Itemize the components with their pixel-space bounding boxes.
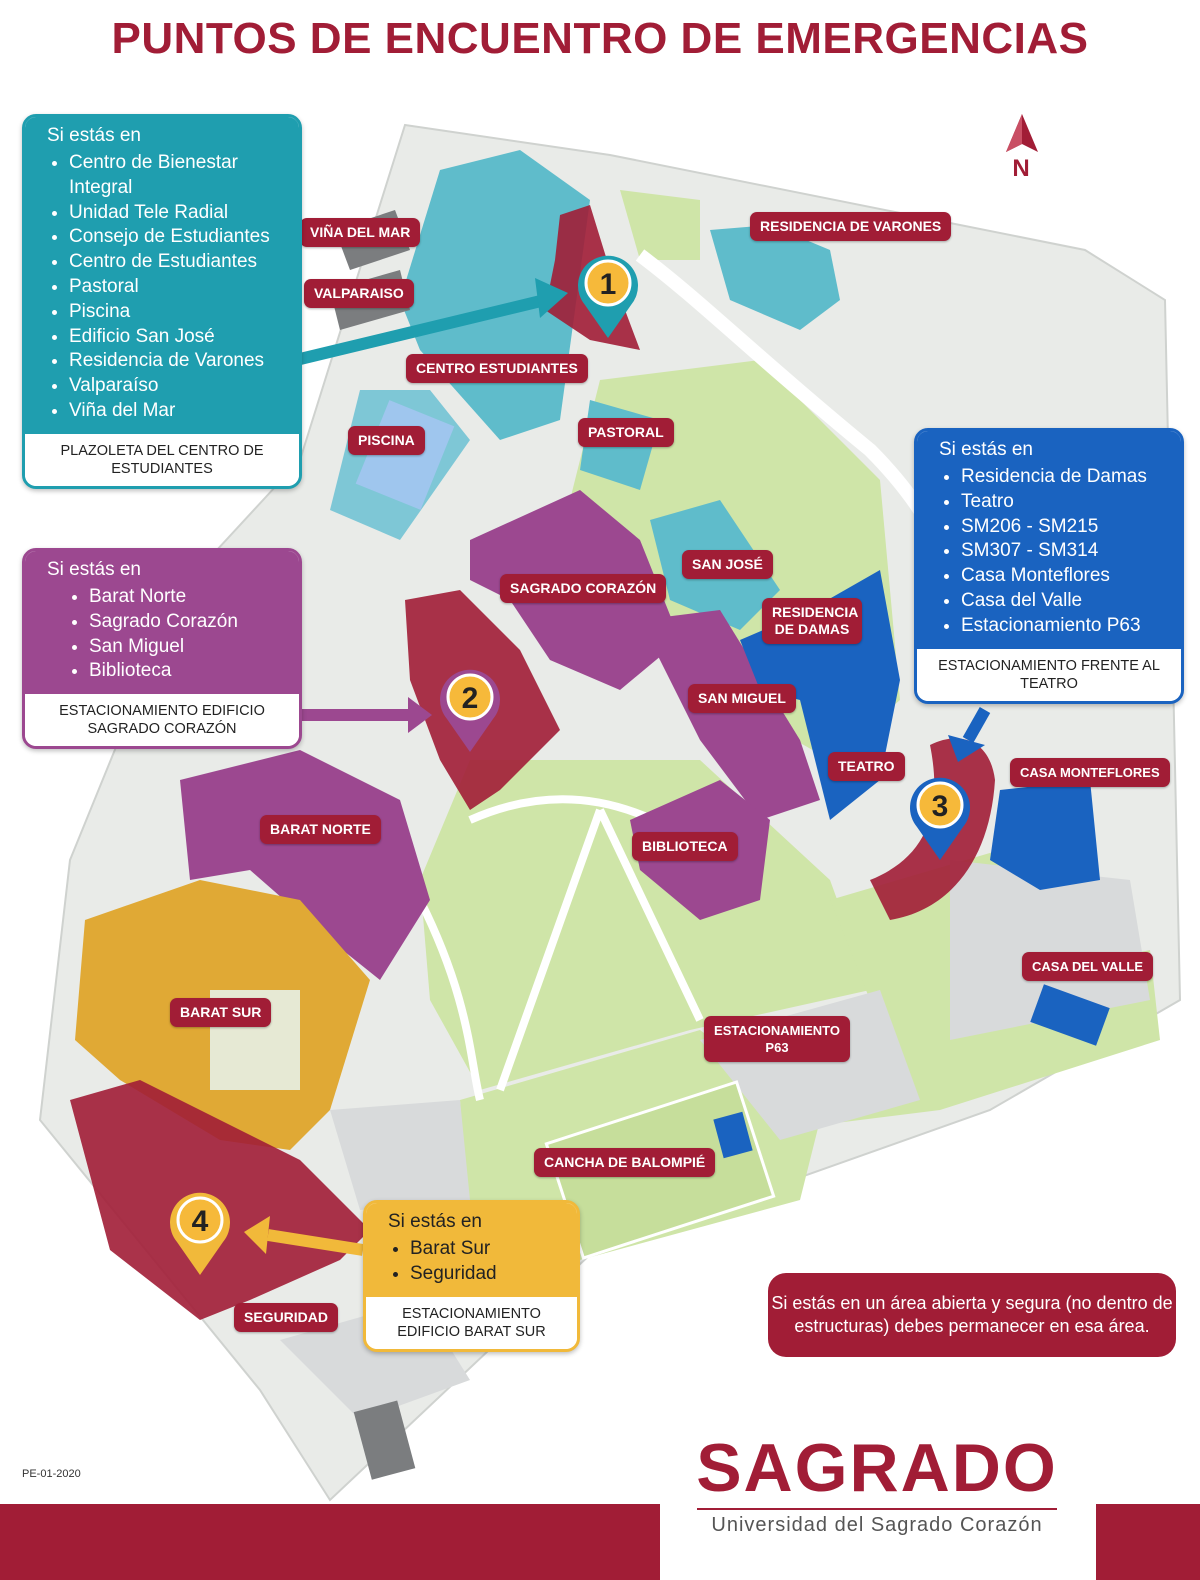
- panel-2-item: Sagrado Corazón: [89, 610, 289, 635]
- panel-1-item: Consejo de Estudiantes: [69, 225, 289, 250]
- panel-zone-4: Si estás en Barat Sur Seguridad ESTACION…: [363, 1200, 580, 1352]
- panel-4-item: Seguridad: [410, 1262, 567, 1287]
- university-logo: SAGRADO Universidad del Sagrado Corazón: [687, 1432, 1067, 1537]
- panel-2-heading: Si estás en: [47, 559, 141, 580]
- panel-zone-2: Si estás en Barat Norte Sagrado Corazón …: [22, 548, 302, 750]
- building-casa-del-valle: [1030, 984, 1110, 1046]
- label-seguridad: SEGURIDAD: [234, 1303, 339, 1332]
- label-san-jose: SAN JOSÉ: [682, 550, 773, 579]
- parking-southwest: [330, 1100, 470, 1210]
- arrow-3-icon: [948, 707, 991, 762]
- logo-wordmark: SAGRADO: [696, 1430, 1058, 1506]
- panel-1-item: Valparaíso: [69, 374, 289, 399]
- building-barat-norte: [180, 750, 430, 980]
- label-teatro: TEATRO: [828, 752, 905, 781]
- label-barat-sur: BARAT SUR: [170, 998, 272, 1027]
- label-barat-norte: BARAT NORTE: [260, 815, 381, 844]
- panel-4-item: Barat Sur: [410, 1237, 567, 1262]
- label-san-miguel: SAN MIGUEL: [688, 684, 796, 713]
- panel-1-item: Edificio San José: [69, 325, 289, 350]
- lawn-north: [620, 190, 700, 260]
- arrow-1-icon: [294, 278, 568, 366]
- building-p63-kiosk: [713, 1111, 753, 1159]
- panel-1-item: Residencia de Varones: [69, 349, 289, 374]
- logo-rule: [697, 1508, 1057, 1510]
- panel-2-item: Barat Norte: [89, 585, 289, 610]
- panel-1-item: Unidad Tele Radial: [69, 201, 289, 226]
- panel-1-item: Piscina: [69, 300, 289, 325]
- building-residencia-varones: [710, 225, 840, 330]
- panel-3-item: Teatro: [961, 490, 1171, 515]
- panel-4-destination: ESTACIONAMIENTO EDIFICIO BARAT SUR: [366, 1296, 577, 1349]
- arrow-4-icon: [244, 1216, 364, 1256]
- panel-3-item: Casa del Valle: [961, 589, 1171, 614]
- panel-zone-1: Si estás en Centro de Bienestar Integral…: [22, 114, 302, 489]
- document-code: PE-01-2020: [22, 1468, 81, 1480]
- panel-2-item: Biblioteca: [89, 659, 289, 684]
- footer-bar-left: [0, 1504, 660, 1580]
- pin-3: 3: [910, 777, 971, 860]
- north-arrow-icon: [1006, 114, 1038, 152]
- safety-note: Si estás en un área abierta y segura (no…: [768, 1273, 1176, 1357]
- label-residencia-varones: RESIDENCIA DE VARONES: [750, 212, 952, 241]
- pin-4-number: 4: [192, 1205, 209, 1238]
- panel-3-heading: Si estás en: [939, 439, 1033, 460]
- panel-1-item: Centro de Estudiantes: [69, 250, 289, 275]
- panel-3-item: Casa Monteflores: [961, 564, 1171, 589]
- label-casa-monteflores: CASA MONTEFLORES: [1010, 758, 1170, 787]
- building-casa-monteflores: [990, 780, 1100, 890]
- building-gate: [353, 1400, 416, 1480]
- panel-1-destination: PLAZOLETA DEL CENTRO DE ESTUDIANTES: [25, 433, 299, 486]
- panel-2-destination: ESTACIONAMIENTO EDIFICIO SAGRADO CORAZÓN: [25, 694, 299, 747]
- zone-4: [70, 1080, 370, 1320]
- walkway: [416, 795, 723, 1101]
- pin-2: 2: [440, 669, 501, 752]
- panel-3-item: SM206 - SM215: [961, 515, 1171, 540]
- panel-4-list: Barat Sur Seguridad: [366, 1235, 577, 1297]
- panel-3-item: Estacionamiento P63: [961, 614, 1171, 639]
- arrow-2-icon: [296, 697, 432, 733]
- panel-1-list: Centro de Bienestar Integral Unidad Tele…: [25, 149, 299, 434]
- panel-zone-3: Si estás en Residencia de Damas Teatro S…: [914, 428, 1184, 704]
- label-valparaiso: VALPARAISO: [304, 279, 414, 308]
- label-biblioteca: BIBLIOTECA: [632, 832, 738, 861]
- panel-1-item: Viña del Mar: [69, 399, 289, 424]
- logo-subtitle: Universidad del Sagrado Corazón: [711, 1514, 1043, 1536]
- panel-2-item: San Miguel: [89, 635, 289, 660]
- pin-4: 4: [170, 1192, 230, 1275]
- panel-1-heading: Si estás en: [47, 125, 141, 146]
- label-cancha-balompie: CANCHA DE BALOMPIÉ: [534, 1148, 716, 1177]
- label-estacionamiento-p63: ESTACIONAMIENTO P63: [704, 1016, 850, 1062]
- panel-3-list: Residencia de Damas Teatro SM206 - SM215…: [917, 463, 1181, 649]
- panel-2-list: Barat Norte Sagrado Corazón San Miguel B…: [25, 583, 299, 694]
- panel-4-heading: Si estás en: [388, 1211, 482, 1232]
- label-piscina: PISCINA: [348, 426, 425, 455]
- label-pastoral: PASTORAL: [578, 418, 674, 447]
- panel-1-item: Pastoral: [69, 275, 289, 300]
- label-centro-estudiantes: CENTRO ESTUDIANTES: [406, 354, 588, 383]
- parking-east: [950, 860, 1150, 1040]
- panel-1-item: Centro de Bienestar Integral: [69, 151, 289, 201]
- label-casa-del-valle: CASA DEL VALLE: [1022, 952, 1153, 981]
- north-label: N: [1012, 155, 1030, 182]
- panel-3-item: Residencia de Damas: [961, 465, 1171, 490]
- pin-2-number: 2: [462, 682, 479, 715]
- label-sagrado-corazon: SAGRADO CORAZÓN: [500, 574, 667, 603]
- pin-3-number: 3: [932, 790, 949, 823]
- footer-bar-right: [1096, 1504, 1200, 1580]
- page-title: PUNTOS DE ENCUENTRO DE EMERGENCIAS: [111, 14, 1089, 63]
- label-residencia-damas: RESIDENCIA DE DAMAS: [762, 598, 862, 644]
- panel-3-destination: ESTACIONAMIENTO FRENTE AL TEATRO: [917, 648, 1181, 701]
- label-vina-del-mar: VIÑA DEL MAR: [300, 218, 421, 247]
- building-san-miguel: [640, 610, 820, 820]
- pin-1-number: 1: [600, 268, 617, 301]
- pin-1: 1: [578, 255, 639, 338]
- panel-3-item: SM307 - SM314: [961, 539, 1171, 564]
